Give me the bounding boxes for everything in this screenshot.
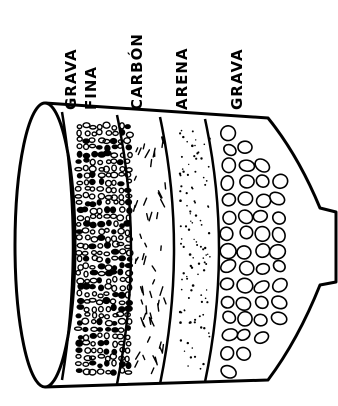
label-carbon: CARBÓN xyxy=(127,33,146,110)
label-grava-fina-line1: GRAVA xyxy=(62,48,80,110)
label-grava: GRAVA xyxy=(228,48,246,110)
layer-boundary-4 xyxy=(205,119,219,382)
charcoal-texture xyxy=(134,137,166,374)
gravel-texture xyxy=(218,123,289,380)
label-arena: ARENA xyxy=(173,47,191,110)
layer-boundary-3 xyxy=(160,117,174,384)
sand-texture xyxy=(179,130,211,370)
label-grava-fina-line2: FINA xyxy=(82,66,100,110)
